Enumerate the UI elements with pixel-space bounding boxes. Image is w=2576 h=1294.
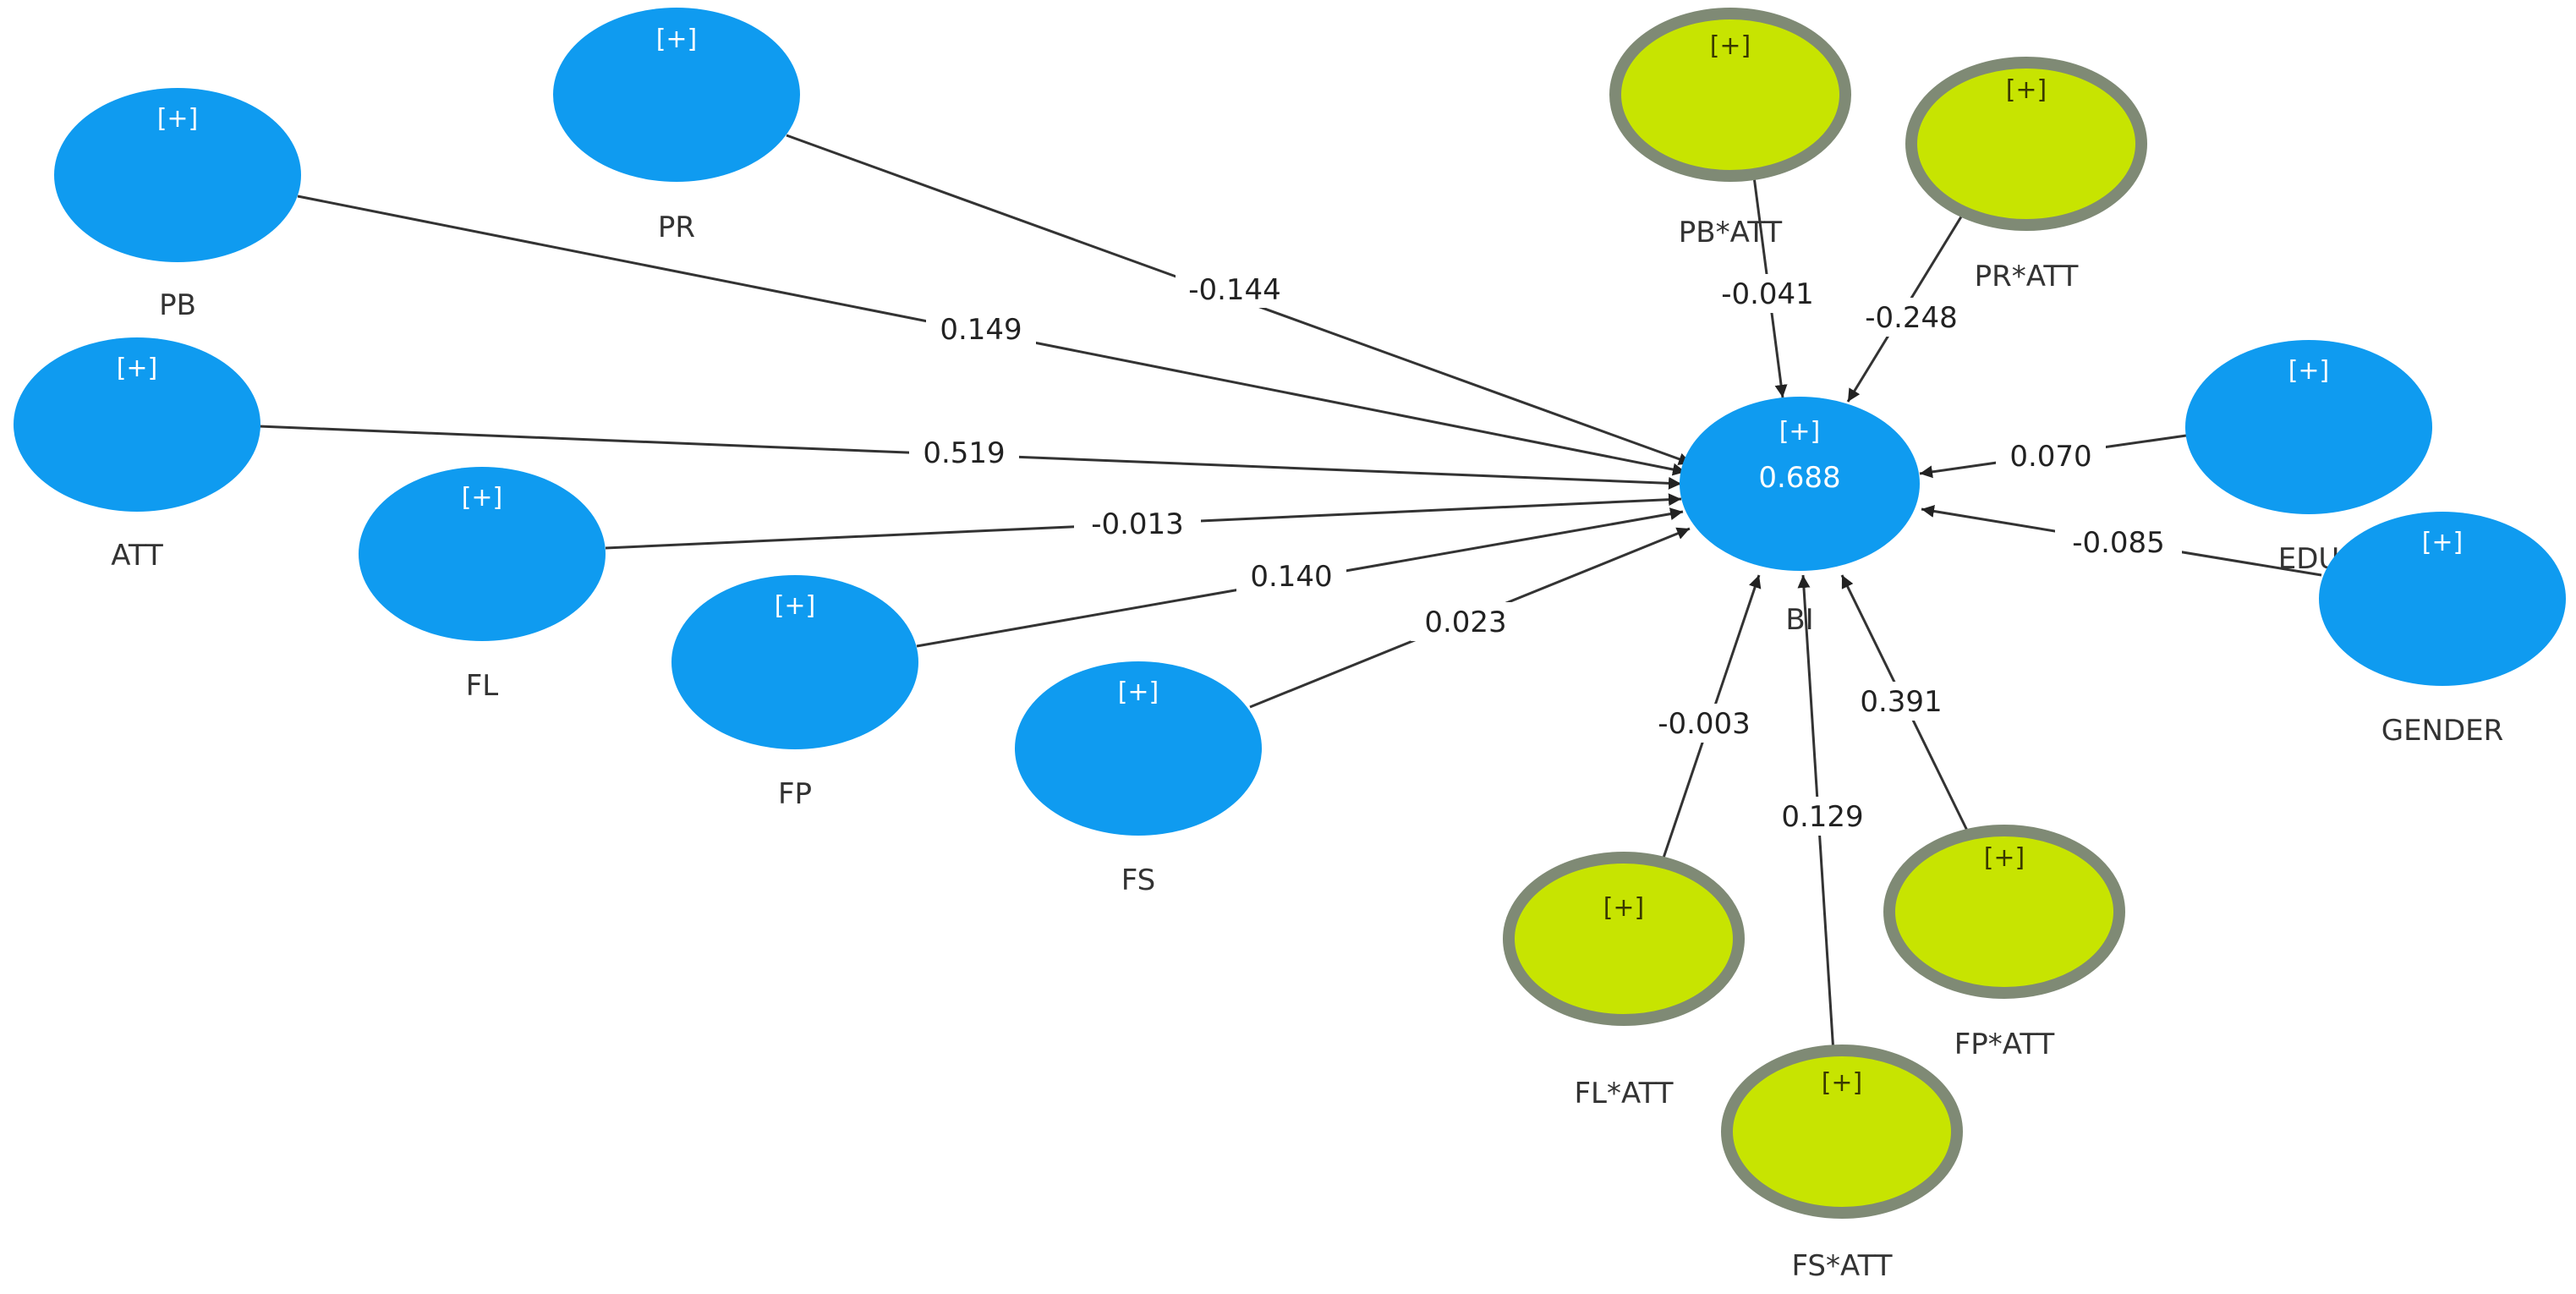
label-PB-ATT: PB*ATT bbox=[1679, 216, 1783, 249]
node-FL-ATT[interactable]: [+] FL*ATT bbox=[1503, 852, 1745, 1110]
expand-icon[interactable]: [+] bbox=[462, 483, 503, 513]
label-FS-ATT: FS*ATT bbox=[1791, 1249, 1892, 1283]
label-ATT: ATT bbox=[111, 539, 163, 573]
expand-icon[interactable]: [+] bbox=[1779, 417, 1821, 447]
r-squared-value: 0.688 bbox=[1758, 461, 1840, 495]
node-FP[interactable]: [+] FP bbox=[671, 575, 918, 811]
label-PB: PB bbox=[159, 288, 196, 322]
expand-icon[interactable]: [+] bbox=[117, 354, 158, 383]
node-BI[interactable]: [+] 0.688 BI bbox=[1680, 397, 1920, 637]
label-FS: FS bbox=[1121, 864, 1156, 897]
label-GENDER: GENDER bbox=[2381, 714, 2504, 748]
label-PR: PR bbox=[658, 211, 695, 244]
expand-icon[interactable]: [+] bbox=[1603, 893, 1645, 923]
expand-icon[interactable]: [+] bbox=[157, 104, 199, 134]
constructs: [+] PR [+] PB [+] ATT [+] FL [+] FP [+] … bbox=[14, 8, 2566, 897]
coef-ATT: 0.519 bbox=[923, 436, 1005, 470]
node-FL[interactable]: [+] FL bbox=[359, 467, 606, 703]
label-FL: FL bbox=[466, 669, 499, 703]
node-GENDER[interactable]: [+] GENDER bbox=[2319, 512, 2566, 748]
path-coefficients: -0.144 0.149 0.519 -0.013 0.140 0.023 -0… bbox=[909, 269, 2182, 836]
node-PB[interactable]: [+] PB bbox=[54, 88, 301, 322]
coef-PBATT: -0.041 bbox=[1721, 277, 1814, 311]
node-ATT[interactable]: [+] ATT bbox=[14, 337, 260, 573]
coef-FP: 0.140 bbox=[1250, 560, 1332, 594]
coef-PR: -0.144 bbox=[1188, 273, 1281, 307]
coef-FL: -0.013 bbox=[1091, 507, 1184, 541]
coef-FSATT: 0.129 bbox=[1781, 800, 1863, 834]
label-PR-ATT: PR*ATT bbox=[1975, 260, 2079, 293]
expand-icon[interactable]: [+] bbox=[2288, 356, 2330, 386]
expand-icon[interactable]: [+] bbox=[656, 25, 698, 54]
coef-PB: 0.149 bbox=[940, 313, 1022, 347]
coef-FLATT: -0.003 bbox=[1658, 707, 1751, 741]
node-FS[interactable]: [+] FS bbox=[1015, 661, 1262, 897]
coef-FS: 0.023 bbox=[1424, 606, 1506, 639]
label-BI: BI bbox=[1785, 603, 1813, 637]
expand-icon[interactable]: [+] bbox=[775, 591, 816, 621]
moderators: [+] PB*ATT [+] PR*ATT [+] FL*ATT [+] FP*… bbox=[1503, 8, 2147, 1283]
path-PRATT-to-BI[interactable] bbox=[1846, 187, 1981, 403]
label-FP-ATT: FP*ATT bbox=[1954, 1028, 2055, 1061]
expand-icon[interactable]: [+] bbox=[2422, 528, 2464, 557]
node-PR[interactable]: [+] PR bbox=[553, 8, 800, 244]
node-FP-ATT[interactable]: [+] FP*ATT bbox=[1883, 825, 2125, 1061]
expand-icon[interactable]: [+] bbox=[1118, 677, 1159, 707]
coef-EDU: 0.070 bbox=[2009, 440, 2091, 474]
coef-PRATT: -0.248 bbox=[1865, 301, 1958, 335]
label-FL-ATT: FL*ATT bbox=[1574, 1077, 1673, 1110]
expand-icon[interactable]: [+] bbox=[1984, 843, 2025, 873]
coef-GENDER: -0.085 bbox=[2072, 526, 2165, 560]
node-PR-ATT[interactable]: [+] PR*ATT bbox=[1905, 57, 2147, 293]
coef-FPATT: 0.391 bbox=[1860, 685, 1942, 719]
expand-icon[interactable]: [+] bbox=[1822, 1068, 1863, 1098]
node-PB-ATT[interactable]: [+] PB*ATT bbox=[1609, 8, 1851, 249]
expand-icon[interactable]: [+] bbox=[1710, 31, 1751, 61]
label-FP: FP bbox=[778, 777, 812, 811]
node-FS-ATT[interactable]: [+] FS*ATT bbox=[1721, 1045, 1963, 1283]
expand-icon[interactable]: [+] bbox=[2006, 75, 2047, 105]
node-EDU[interactable]: EDU [+] bbox=[2185, 340, 2432, 576]
